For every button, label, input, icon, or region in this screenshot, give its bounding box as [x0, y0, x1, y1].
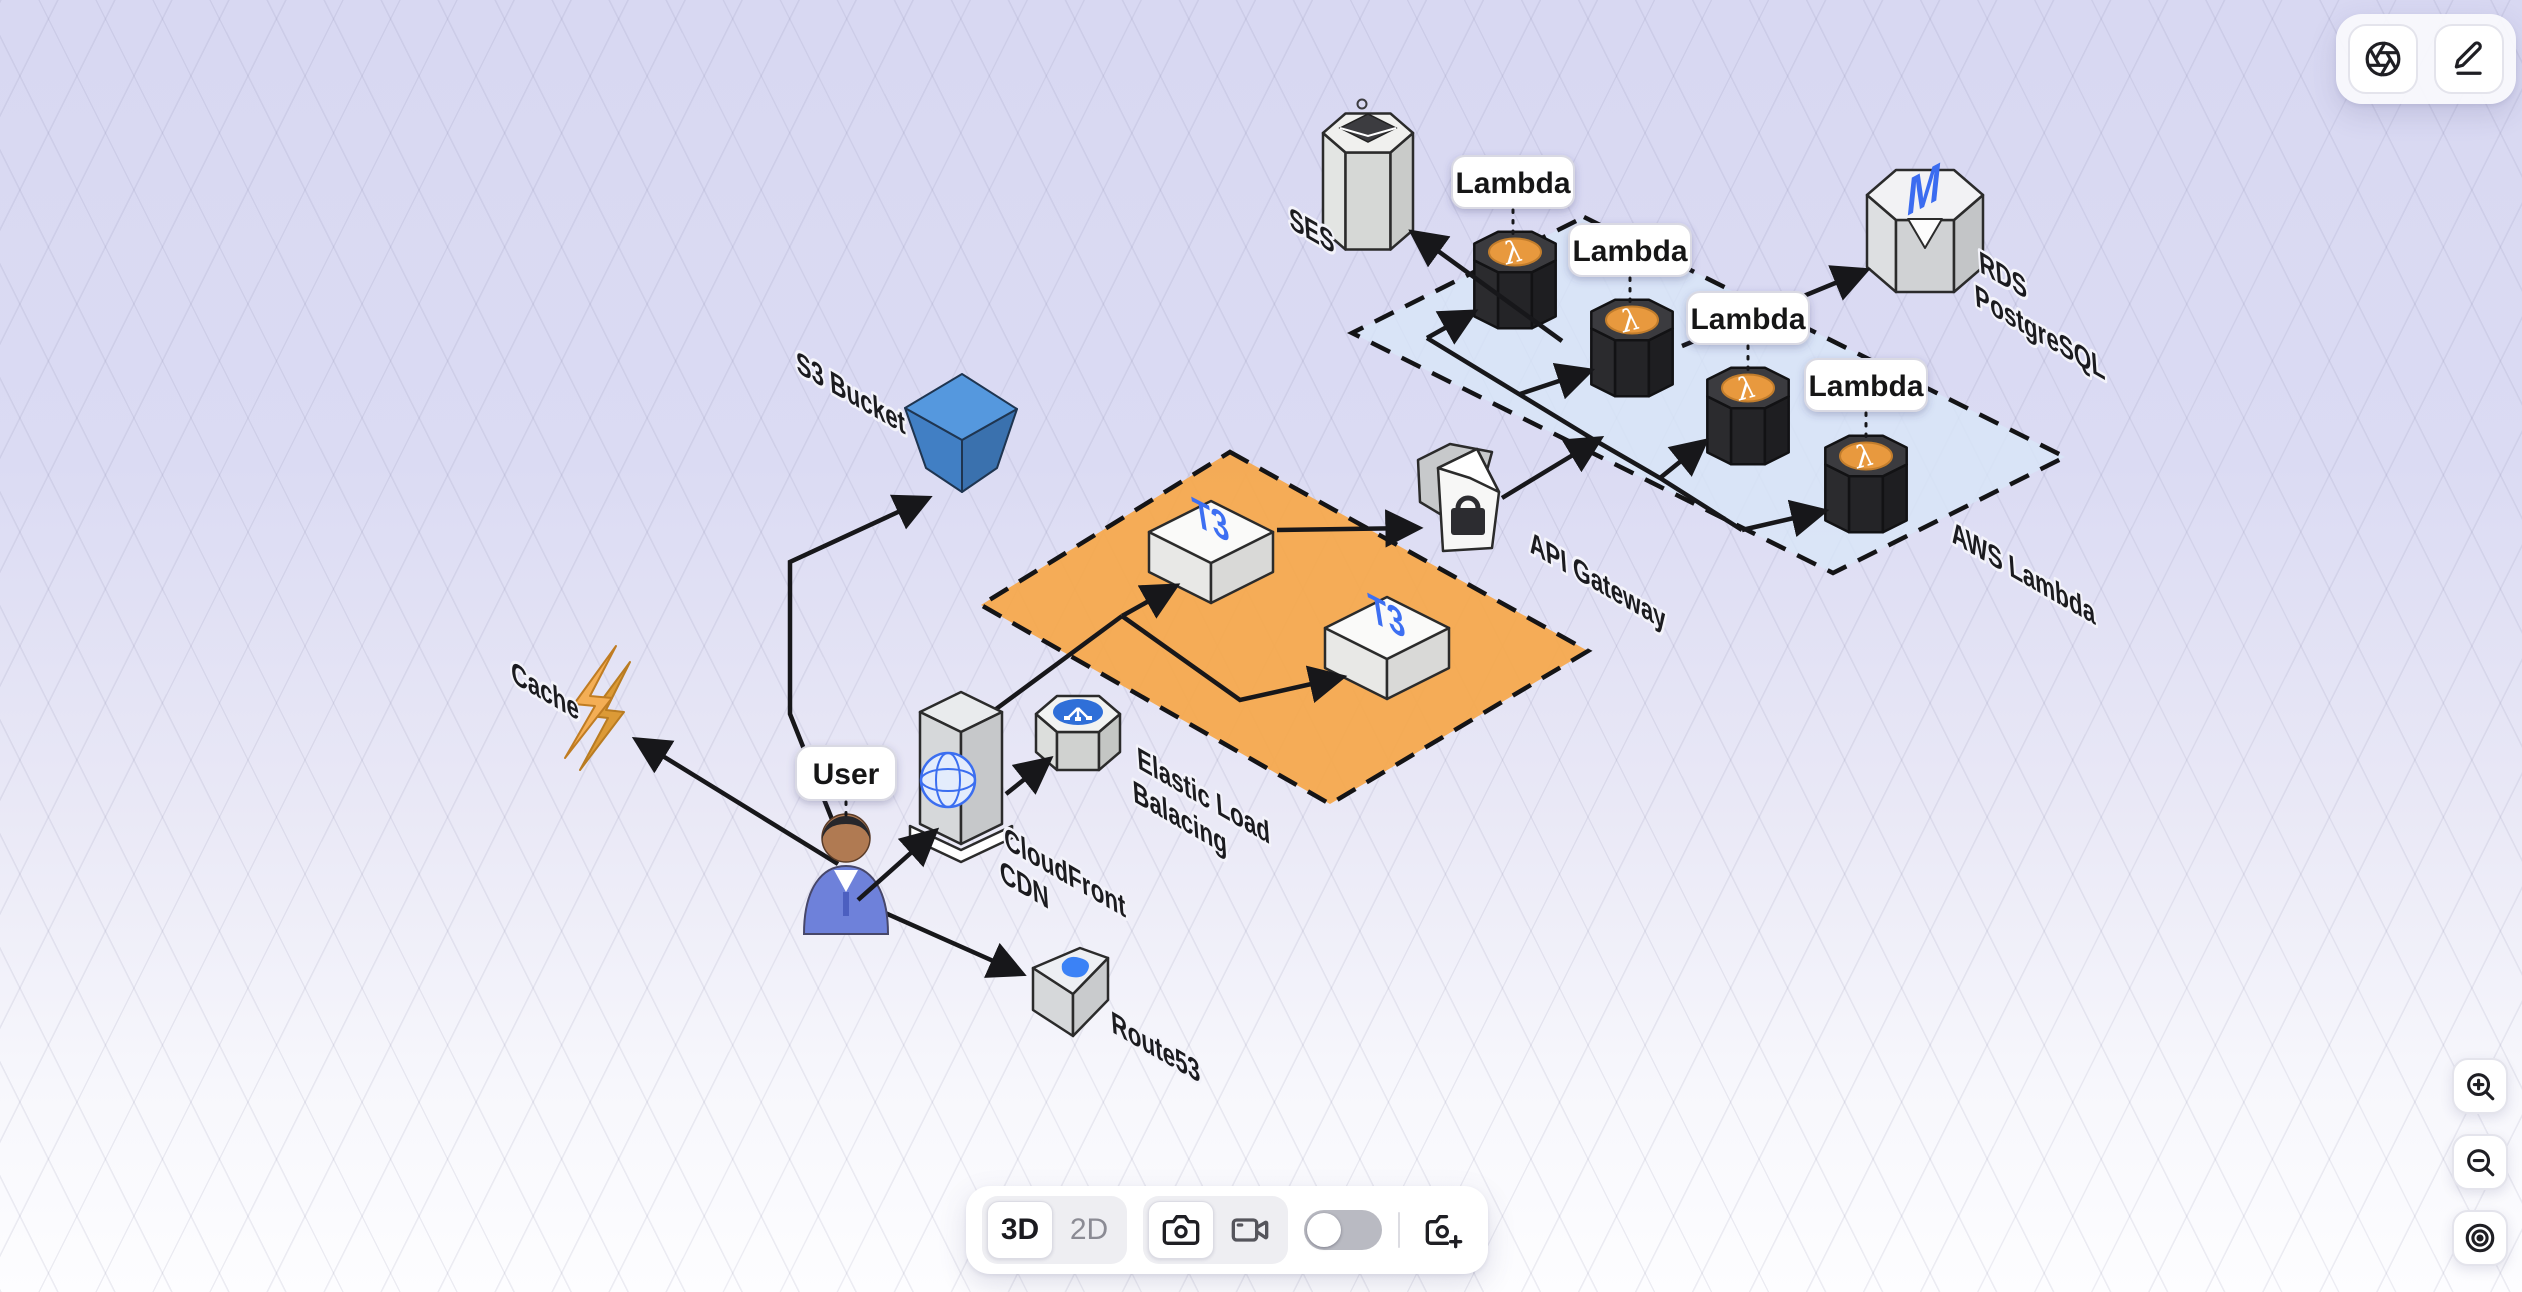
envelope-icon	[1338, 98, 1398, 143]
zoom-out-icon	[2467, 1149, 2495, 1177]
capture-mode-group	[1143, 1196, 1288, 1264]
video-camera-icon	[1231, 1218, 1269, 1242]
label-rds: RDS PostgreSQL	[1971, 241, 2106, 388]
view-2d-button[interactable]: 2D	[1056, 1201, 1122, 1259]
connector-layer-over	[856, 229, 1871, 902]
node-lambda-1[interactable]	[1473, 230, 1557, 330]
node-lambda-4[interactable]	[1824, 434, 1908, 534]
padlock-icon	[1451, 495, 1485, 535]
zoom-controls	[2452, 1058, 2508, 1266]
screenshot-add-button[interactable]	[1416, 1202, 1472, 1258]
node-user[interactable]	[802, 813, 890, 935]
zone-auto-scaling[interactable]	[976, 449, 1593, 807]
label-route53: Route53	[1110, 1005, 1201, 1091]
photo-mode-button[interactable]	[1148, 1201, 1214, 1259]
zoom-in-icon	[2467, 1073, 2495, 1101]
view-2d-label: 2D	[1069, 1213, 1109, 1246]
aperture-icon	[2365, 41, 2401, 77]
camera-plus-icon	[1425, 1215, 1463, 1249]
node-ses[interactable]	[1321, 98, 1415, 251]
load-balancer-icon	[1053, 699, 1103, 725]
svg-text:User: User	[813, 758, 880, 791]
toolbar-divider	[1398, 1212, 1400, 1248]
badge-lambda-2	[1569, 224, 1691, 276]
bottom-toolbar: 3D 2D	[966, 1186, 1488, 1274]
label-s3: S3 Bucket	[795, 345, 907, 443]
view-3d-button[interactable]: 3D	[987, 1201, 1053, 1259]
recenter-button[interactable]	[2452, 1210, 2508, 1266]
badge-lambda-4	[1805, 359, 1927, 411]
edit-button[interactable]	[2434, 24, 2504, 94]
video-mode-button[interactable]	[1217, 1201, 1283, 1259]
view-mode-group: 3D 2D	[982, 1196, 1127, 1264]
badge-connectors	[844, 208, 1868, 817]
top-right-panel	[2336, 14, 2516, 104]
zoom-out-button[interactable]	[2452, 1134, 2508, 1190]
toggle-knob	[1307, 1213, 1341, 1247]
label-api-gateway: API Gateway	[1528, 525, 1667, 638]
node-cloudfront[interactable]	[908, 690, 1014, 864]
route53-blob-icon	[1061, 956, 1089, 978]
aperture-button[interactable]	[2348, 24, 2418, 94]
zoom-in-button[interactable]	[2452, 1058, 2508, 1114]
node-elb[interactable]	[1034, 694, 1122, 772]
photo-camera-icon	[1162, 1215, 1200, 1245]
node-lambda-2[interactable]	[1590, 298, 1674, 398]
label-cloudfront: CloudFront CDN	[996, 817, 1136, 967]
node-lambda-3[interactable]	[1706, 366, 1790, 466]
node-api-gateway[interactable]	[1416, 442, 1501, 553]
node-s3[interactable]	[904, 373, 1018, 493]
badge-lambda-3	[1687, 292, 1809, 344]
label-cache: Cache	[510, 655, 580, 729]
node-cache[interactable]	[564, 645, 631, 771]
badge-lambda-1	[1452, 156, 1574, 208]
globe-icon	[919, 751, 977, 809]
record-toggle[interactable]	[1304, 1210, 1382, 1250]
node-route53[interactable]	[1031, 946, 1110, 1038]
node-rds[interactable]: M	[1865, 149, 1985, 294]
label-aws-lambda: AWS Lambda	[1950, 515, 2097, 633]
view-3d-label: 3D	[1000, 1213, 1040, 1246]
pencil-underline-icon	[2454, 41, 2482, 75]
recenter-target-icon	[2465, 1223, 2495, 1253]
badge-user: User	[795, 745, 897, 801]
